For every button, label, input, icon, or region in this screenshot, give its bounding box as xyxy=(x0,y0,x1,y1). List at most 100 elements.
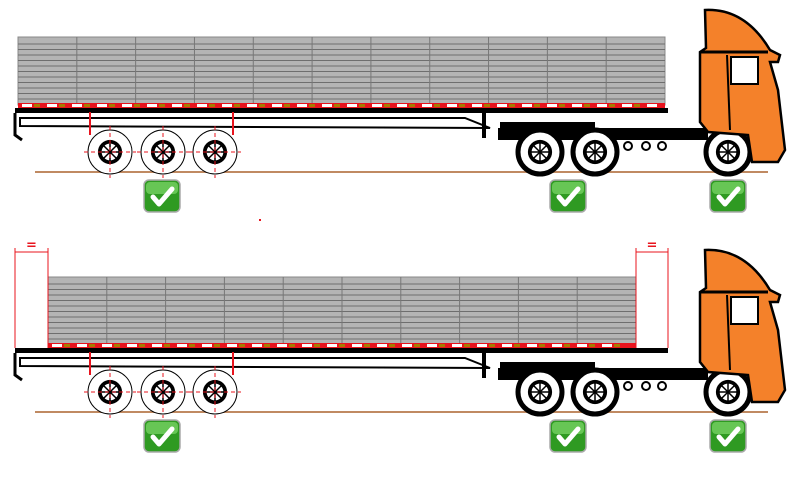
load-strip-gap xyxy=(227,344,237,347)
dimension-mark-front: = xyxy=(635,238,669,348)
load-strip-gap xyxy=(247,104,257,107)
wheel xyxy=(570,367,620,417)
load-strip-gap xyxy=(202,344,212,347)
spoke xyxy=(594,143,604,153)
trailer-deck xyxy=(15,348,668,353)
spoke xyxy=(101,383,111,393)
check-mark xyxy=(716,186,741,207)
load-strip-gap xyxy=(172,104,182,107)
load-strip-block xyxy=(134,104,140,107)
check-mark xyxy=(556,186,581,207)
spoke xyxy=(719,383,729,393)
load-strip-gap xyxy=(152,344,162,347)
spoke xyxy=(727,383,737,393)
tractor xyxy=(498,248,787,417)
spoke xyxy=(594,391,604,401)
load-strip-gap xyxy=(527,344,537,347)
tank-detail xyxy=(657,381,667,391)
load-strip-gap xyxy=(277,344,287,347)
load-strip-gap xyxy=(372,104,382,107)
spoke xyxy=(162,143,172,153)
spoke xyxy=(539,143,549,153)
load-strip-gap xyxy=(647,104,657,107)
load-strip-block xyxy=(264,344,270,347)
trailer xyxy=(13,108,668,178)
load-strip-block xyxy=(334,104,340,107)
load-strip-block xyxy=(184,104,190,107)
spoke xyxy=(162,383,172,393)
cab xyxy=(698,8,787,164)
load-strip-block xyxy=(289,344,295,347)
load-strip-block xyxy=(139,344,145,347)
load-strip-gap xyxy=(177,344,187,347)
spoke xyxy=(719,143,729,153)
spoke xyxy=(539,391,549,401)
spoke xyxy=(594,383,604,393)
cab-door-line xyxy=(726,294,731,371)
spoke xyxy=(214,383,224,393)
wheel xyxy=(137,126,189,178)
load-strip-block xyxy=(584,104,590,107)
load-strip-block xyxy=(609,104,615,107)
load-strip-gap xyxy=(127,344,137,347)
load-strip-block xyxy=(409,104,415,107)
load-strip-block xyxy=(64,344,70,347)
load-strip-gap xyxy=(22,104,32,107)
load-strip-gap xyxy=(422,104,432,107)
load-strip-block xyxy=(364,344,370,347)
cargo-load xyxy=(47,276,637,348)
load-strip-block xyxy=(464,344,470,347)
load-strip-gap xyxy=(447,104,457,107)
cargo-load xyxy=(17,36,666,108)
check-icon xyxy=(143,179,181,213)
spoke xyxy=(727,143,737,153)
spoke xyxy=(719,391,729,401)
spoke xyxy=(206,383,216,393)
spoke xyxy=(154,143,164,153)
load-strip-block xyxy=(564,344,570,347)
spoke xyxy=(586,391,596,401)
spoke xyxy=(727,151,737,161)
wheel xyxy=(515,367,565,417)
wheel xyxy=(189,366,241,418)
load-strip-gap xyxy=(347,104,357,107)
load-strip-block xyxy=(234,104,240,107)
tractor xyxy=(498,8,787,177)
spoke xyxy=(154,391,164,401)
load-strip-block xyxy=(339,344,345,347)
spoke xyxy=(531,151,541,161)
stray-marker xyxy=(259,219,261,221)
load-strip-block xyxy=(459,104,465,107)
load-strip-block xyxy=(489,344,495,347)
tank-detail xyxy=(641,381,651,391)
load-strip-block xyxy=(434,104,440,107)
load-strip-gap xyxy=(47,104,57,107)
load-strip-block xyxy=(509,104,515,107)
load-strip-block xyxy=(59,104,65,107)
spoke xyxy=(154,151,164,161)
trailer-frame xyxy=(19,117,491,129)
load-strip-block xyxy=(539,344,545,347)
load-strip-block xyxy=(534,104,540,107)
tank-detail xyxy=(623,381,633,391)
load-strip-gap xyxy=(97,104,107,107)
load-strip-gap xyxy=(377,344,387,347)
tank-detail xyxy=(641,141,651,151)
load-strip-block xyxy=(109,104,115,107)
load-strip-block xyxy=(559,104,565,107)
wheel xyxy=(189,126,241,178)
load-strip xyxy=(18,103,665,108)
load-strip-block xyxy=(359,104,365,107)
check-mark xyxy=(150,186,175,207)
load-strip-gap xyxy=(622,104,632,107)
load-strip-gap xyxy=(102,344,112,347)
spoke xyxy=(162,151,172,161)
load-strip-block xyxy=(589,344,595,347)
load-strip-gap xyxy=(602,344,612,347)
load-strip-block xyxy=(89,344,95,347)
spoke xyxy=(162,391,172,401)
rear-bumper xyxy=(13,113,23,142)
fifth-wheel xyxy=(500,122,595,128)
scene-bottom: == xyxy=(13,238,787,453)
